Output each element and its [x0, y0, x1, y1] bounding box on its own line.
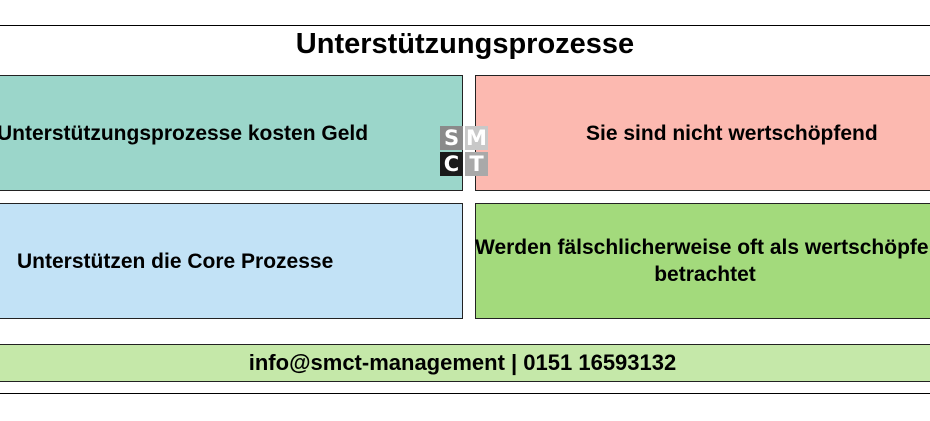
diagram-frame	[0, 25, 930, 394]
diagram-title: Unterstützungsprozesse	[295, 28, 635, 60]
box-mistaken-value-line2: betrachtet	[654, 263, 756, 286]
box-mistaken-value-line1: Werden fälschlicherweise oft als wertsch…	[475, 236, 930, 259]
smct-logo: S M C T	[440, 126, 490, 178]
box-costs-money: Unterstützungsprozesse kosten Geld	[0, 75, 463, 191]
logo-letter-s: S	[440, 126, 463, 150]
contact-bar: info@smct-management | 0151 16593132	[0, 344, 930, 382]
logo-letter-m: M	[465, 126, 488, 150]
box-costs-money-label: Unterstützungsprozesse kosten Geld	[0, 121, 369, 145]
box-not-value-adding: Sie sind nicht wertschöpfend	[475, 75, 930, 191]
logo-letter-c: C	[440, 152, 463, 176]
box-support-core-label: Unterstützen die Core Prozesse	[17, 249, 334, 273]
box-mistaken-value: Werden fälschlicherweise oft als wertsch…	[475, 203, 930, 319]
box-support-core: Unterstützen die Core Prozesse	[0, 203, 463, 319]
box-not-value-adding-label: Sie sind nicht wertschöpfend	[586, 121, 878, 145]
contact-text: info@smct-management | 0151 16593132	[248, 350, 677, 375]
logo-letter-t: T	[465, 152, 488, 176]
